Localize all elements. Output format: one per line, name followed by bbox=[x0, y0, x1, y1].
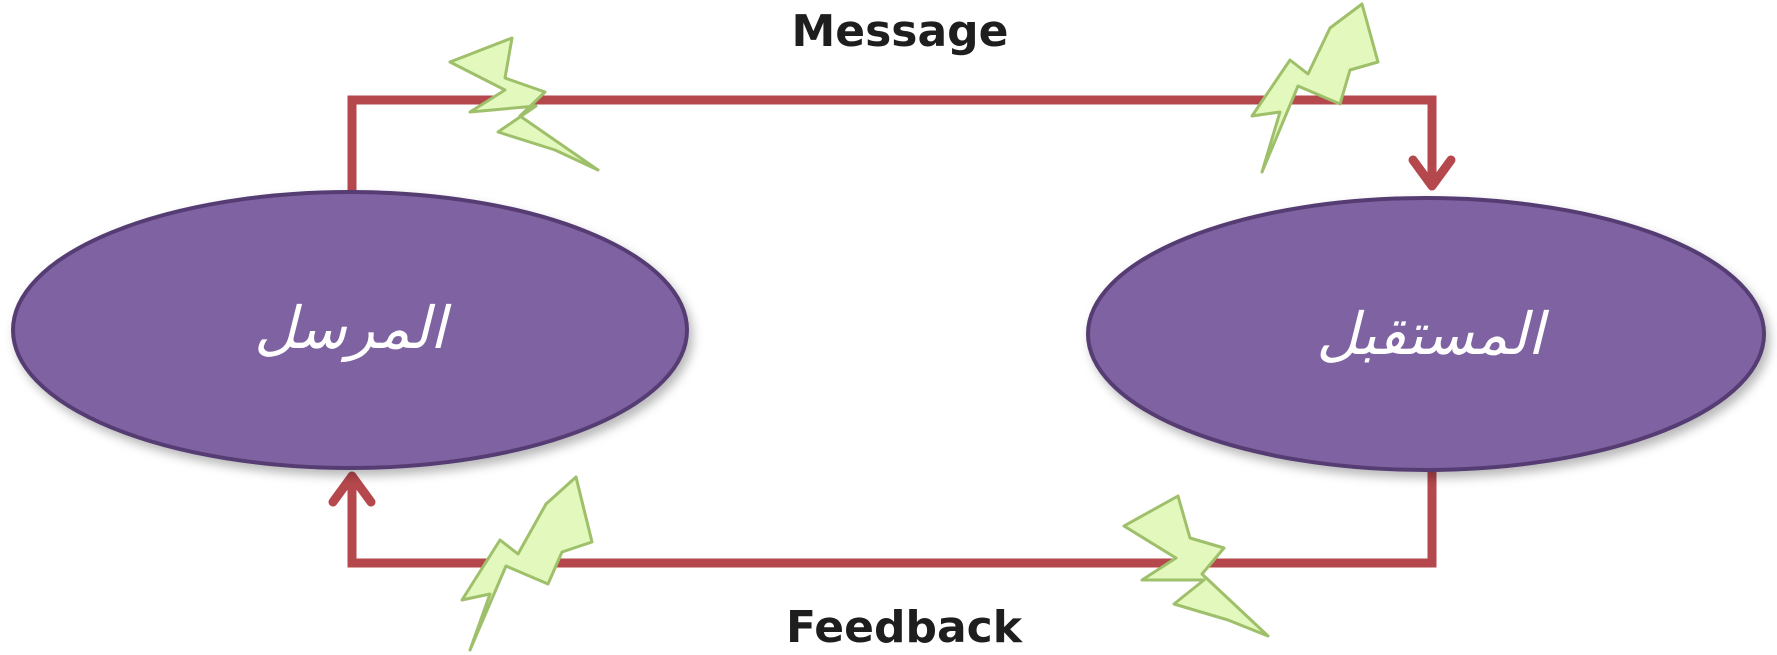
lightning-bolt-icon bbox=[1122, 494, 1270, 638]
lightning-bolt-icon bbox=[460, 475, 594, 652]
receiver-label: المستقبل bbox=[1316, 300, 1549, 368]
feedback-label: Feedback bbox=[786, 602, 1024, 653]
feedback-line bbox=[347, 470, 1437, 568]
receiver-node: المستقبل bbox=[1086, 196, 1766, 472]
message-line bbox=[347, 95, 1437, 192]
sender-label: المرسل bbox=[254, 294, 452, 363]
sender-node: المرسل bbox=[11, 190, 689, 470]
message-label: Message bbox=[791, 6, 1008, 57]
arrow-up-icon bbox=[328, 471, 376, 507]
arrow-down-icon bbox=[1408, 155, 1456, 191]
lightning-bolt-icon bbox=[1250, 2, 1380, 174]
lightning-bolt-icon bbox=[448, 36, 600, 172]
